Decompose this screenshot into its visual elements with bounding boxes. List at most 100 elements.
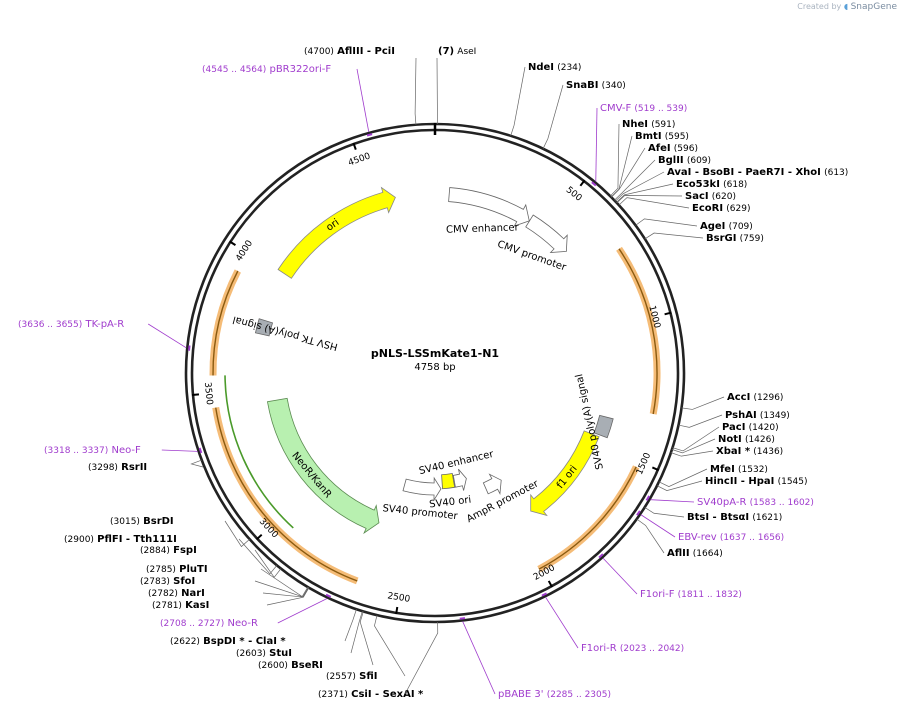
- tick-label: 2500: [387, 591, 411, 605]
- primer-range: (3636 .. 3655): [18, 320, 82, 330]
- tick-mark: [579, 179, 586, 187]
- site-top: (4700) AflIII - PciI: [304, 46, 395, 57]
- site-left-enzyme: BspDI * - ClaI *: [203, 636, 286, 647]
- site-left: (2371) CsiI - SexAI *: [318, 689, 424, 700]
- leader-line: [414, 57, 417, 125]
- site-right-position: (340): [602, 81, 626, 91]
- primer-label: EBV-rev (1637 .. 1656): [678, 532, 784, 543]
- leader-line: [542, 84, 564, 149]
- leader-line: [615, 171, 665, 202]
- site-right: BsrGI (759): [706, 233, 764, 244]
- site-top-enzyme: (7): [438, 46, 454, 57]
- primer-label: F1ori-R (2023 .. 2042): [581, 643, 684, 654]
- site-right-position: (629): [726, 204, 750, 214]
- primer-name: F1ori-F: [640, 589, 675, 600]
- leader-line: [190, 459, 204, 468]
- site-left: (2782) NarI: [148, 588, 205, 599]
- site-right-position: (1436): [753, 447, 783, 457]
- site-left-enzyme: BsrDI: [143, 516, 174, 527]
- primer-leader: [462, 621, 496, 695]
- leader-line: [359, 611, 374, 666]
- site-left-enzyme: SfiI: [359, 671, 377, 682]
- site-right-enzyme: HincII - HpaI: [705, 476, 774, 487]
- leader-line: [681, 396, 725, 410]
- primer-mark: [325, 593, 332, 598]
- site-right-position: (596): [674, 144, 698, 154]
- site-right-enzyme: BmtI: [635, 131, 662, 142]
- highlight-core: [538, 466, 637, 570]
- primer-mark: [366, 133, 373, 137]
- site-right: PshAI (1349): [725, 410, 790, 421]
- primer-name: pBABE 3': [498, 689, 544, 700]
- site-right-position: (1621): [752, 513, 782, 523]
- site-right: BtsI - BtsαI (1621): [687, 512, 782, 523]
- feature-sv40-poly-a-signal: [593, 414, 614, 439]
- feature-sv40-ori: [441, 473, 456, 490]
- site-right-enzyme: AvaI - BsoBI - PaeR7I - XhoI: [667, 167, 821, 178]
- site-left-position: (2785): [146, 565, 176, 575]
- site-left-enzyme: RsrII: [121, 462, 147, 473]
- primer-range: (1583 .. 1602): [750, 498, 814, 508]
- feature-label: SV40 enhancer: [418, 449, 495, 477]
- primer-label: (3318 .. 3337) Neo-F: [44, 445, 141, 456]
- site-right-position: (759): [740, 234, 764, 244]
- site-left-enzyme: PluTI: [179, 564, 207, 575]
- leader-line: [636, 518, 665, 554]
- site-right-enzyme: PshAI: [725, 410, 757, 421]
- primer-mark: [198, 447, 203, 454]
- site-right-position: (1296): [754, 393, 784, 403]
- primer-label: CMV-F (519 .. 539): [600, 103, 687, 114]
- leader-line: [658, 468, 708, 488]
- highlight-core: [618, 248, 658, 415]
- feature-cmv-promoter: [525, 214, 568, 253]
- leader-line: [610, 135, 633, 198]
- tick-label: 1500: [635, 451, 653, 476]
- primer-label: pBABE 3' (2285 .. 2305): [498, 689, 611, 700]
- site-right: EcoRI (629): [692, 203, 750, 214]
- leader-line: [404, 621, 439, 695]
- leader-line: [671, 438, 716, 454]
- primer-mark: [459, 617, 466, 620]
- leader-line: [254, 549, 282, 578]
- tick-label: 4500: [347, 151, 372, 168]
- site-right: HincII - HpaI (1545): [705, 476, 808, 487]
- site-left-position: (2557): [326, 672, 356, 682]
- site-right-enzyme: BglII: [658, 155, 684, 166]
- primer-range: (1637 .. 1656): [720, 533, 784, 543]
- primer-mark: [541, 592, 548, 597]
- primer-name: CMV-F: [600, 103, 631, 114]
- site-right: Eco53kI (618): [676, 179, 747, 190]
- leader-line: [616, 195, 683, 204]
- created-by-text: Created by: [797, 2, 842, 11]
- feature-f1-ori: [530, 430, 600, 517]
- leader-line: [644, 507, 685, 518]
- site-right-enzyme: XbaI *: [716, 446, 751, 457]
- site-right-position: (1545): [778, 477, 808, 487]
- site-right: BglII (609): [658, 155, 711, 166]
- site-right-enzyme: AgeI: [700, 221, 725, 232]
- leader-line: [510, 66, 526, 136]
- site-left-position: (3015): [110, 517, 140, 527]
- tick-mark: [255, 533, 263, 541]
- site-right-position: (1420): [749, 423, 779, 433]
- primer-range: (4545 .. 4564): [202, 65, 266, 75]
- site-right-position: (591): [651, 120, 675, 130]
- site-right: AflII (1664): [667, 548, 723, 559]
- feature-neor-kanr: [266, 397, 380, 535]
- primer-label: F1ori-F (1811 .. 1832): [640, 589, 742, 600]
- snapgene-watermark: Created by ◖ SnapGene: [797, 2, 897, 12]
- primer-mark: [591, 181, 597, 187]
- site-left-position: (2603): [236, 649, 266, 659]
- primer-leader: [595, 107, 598, 182]
- primer-range: (519 .. 539): [634, 104, 687, 114]
- site-top: (7) AseI: [438, 46, 476, 57]
- brand-name: SnapGene: [850, 2, 897, 12]
- site-right: AccI (1296): [727, 392, 783, 403]
- site-left-enzyme: KasI: [185, 600, 209, 611]
- primer-mark: [636, 510, 641, 516]
- site-left: (2603) StuI: [236, 648, 292, 659]
- primer-leader: [147, 323, 187, 349]
- leader-line: [672, 426, 720, 452]
- site-right: NheI (591): [622, 119, 675, 130]
- plasmid-size: 4758 bp: [414, 362, 455, 373]
